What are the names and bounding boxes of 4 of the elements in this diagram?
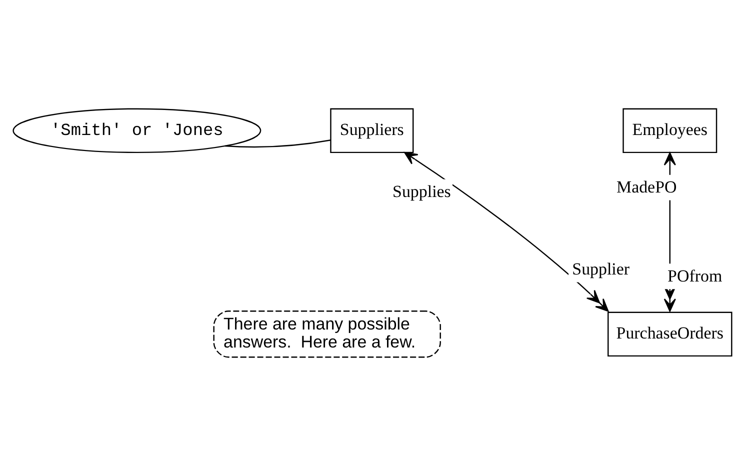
edge-label: MadePO (616, 178, 677, 197)
label: POfrom (668, 266, 722, 286)
edge-label: Supplies (392, 182, 451, 202)
label: Supplier (572, 260, 630, 279)
